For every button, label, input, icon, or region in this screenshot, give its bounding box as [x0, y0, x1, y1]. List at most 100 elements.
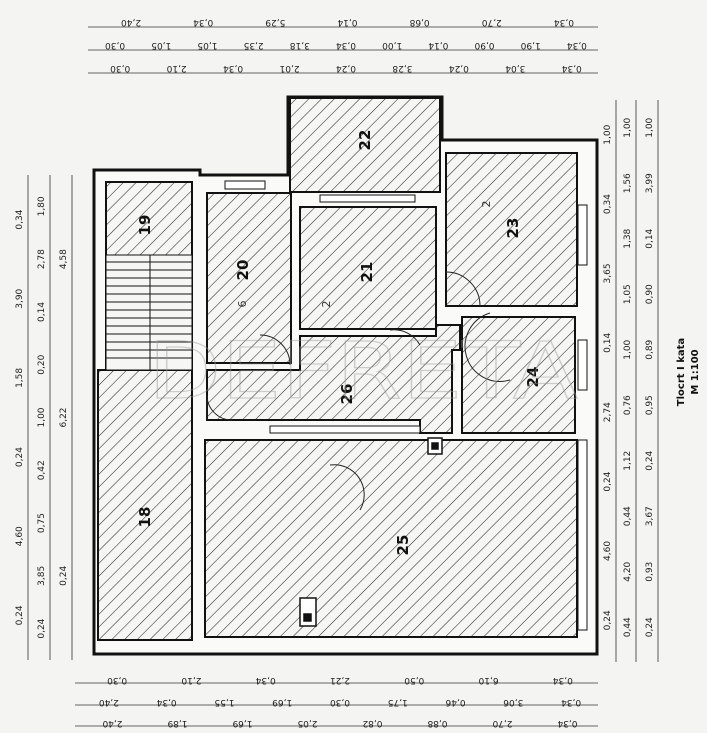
dim-right-row1-7: 0,24: [603, 610, 613, 630]
dim-left-row3-0: 4,58: [59, 249, 69, 269]
dim-left-row1-4: 4,60: [15, 526, 25, 546]
dim-left-row2-8: 0,24: [37, 618, 47, 638]
room-24: [461, 316, 576, 434]
dim-top-row1-1: 0,34: [193, 17, 213, 27]
dim-top-row3-1: 2,10: [166, 63, 186, 73]
dim-bottom-row1-4: 0,50: [404, 675, 424, 685]
dim-left-row2-4: 1,00: [37, 407, 47, 427]
dim-top-row2-9: 1,90: [520, 40, 540, 50]
dim-right-row3-4: 0,89: [645, 339, 655, 359]
dim-right-row2-0: 1,00: [623, 117, 633, 137]
dim-top-row2-6: 1,00: [382, 40, 402, 50]
dim-left-row2-3: 0,20: [37, 354, 47, 374]
dim-bottom-row3-0: 2,40: [102, 718, 122, 728]
dim-left-row2-6: 0,75: [37, 513, 47, 533]
dim-right-row2-4: 1,00: [623, 339, 633, 359]
dim-right-row2-9: 0,44: [623, 617, 633, 637]
dim-top-row2-0: 0,30: [105, 40, 125, 50]
dim-top-row3-4: 0,24: [336, 63, 356, 73]
dim-right-row2-8: 4,20: [623, 561, 633, 581]
room-20: [206, 192, 292, 364]
dim-bottom-row3-5: 0,88: [427, 718, 447, 728]
room-25: [204, 439, 578, 638]
dim-top-row3-0: 0,30: [110, 63, 130, 73]
watermark: DEFRETA: [148, 327, 578, 417]
room-22: [289, 97, 441, 193]
dim-right-row1-3: 0,14: [603, 333, 613, 353]
dim-left-row3-1: 6,22: [59, 407, 69, 427]
plan-title: Tlocrt I kata M 1:100: [676, 338, 701, 406]
dim-top-row2-8: 0,90: [474, 40, 494, 50]
room-mark-20: 6: [236, 301, 249, 308]
dim-bottom-row3-2: 1,69: [232, 718, 252, 728]
dim-right-row3-3: 0,90: [645, 284, 655, 304]
doors: [206, 271, 511, 511]
dim-right-row1-0: 1,00: [603, 124, 613, 144]
dim-bottom-row1-0: 0,30: [107, 675, 127, 685]
dim-top-row1-0: 2,40: [121, 17, 141, 27]
dim-bottom-row1-6: 0,34: [553, 675, 573, 685]
dim-left-row2-0: 1,80: [37, 196, 47, 216]
dim-bottom-row1-5: 6,10: [478, 675, 498, 685]
room-26: [206, 324, 461, 434]
dim-right-row1-6: 4,60: [603, 541, 613, 561]
dim-bottom-row2-5: 1,75: [388, 697, 408, 707]
dim-bottom-row2-0: 2,40: [99, 697, 119, 707]
dim-right-row1-4: 2,74: [603, 402, 613, 422]
dim-left-row2-2: 0,14: [37, 302, 47, 322]
room-label-26: 26: [338, 384, 356, 405]
dim-top-row1-6: 0,34: [554, 17, 574, 27]
dimension-lines: [27, 26, 659, 727]
room-label-18: 18: [136, 507, 154, 528]
dim-bottom-row2-7: 3,06: [503, 697, 523, 707]
dim-right-row2-7: 0,44: [623, 506, 633, 526]
room-mark-21: 2: [320, 301, 333, 308]
dim-top-row2-2: 1,05: [197, 40, 217, 50]
room-label-19: 19: [136, 215, 154, 236]
dim-top-row2-4: 3,18: [290, 40, 310, 50]
room-label-22: 22: [356, 130, 374, 151]
dim-top-row1-2: 5,29: [265, 17, 285, 27]
dim-right-row3-8: 0,93: [645, 562, 655, 582]
room-mark-23: 2: [480, 201, 493, 208]
dim-right-row3-6: 0,24: [645, 450, 655, 470]
room-labels: 18 19 20 21 22 23 24 25 26 6 2 2: [136, 130, 542, 556]
dim-top-row3-2: 0,34: [223, 63, 243, 73]
dim-right-row3-1: 3,99: [645, 173, 655, 193]
dim-top-row3-5: 3,28: [392, 63, 412, 73]
dim-bottom-row3-1: 1,89: [167, 718, 187, 728]
windows: [224, 180, 588, 631]
dim-bottom-row2-2: 1,55: [214, 697, 234, 707]
dim-left-row2-5: 0,42: [37, 460, 47, 480]
dim-bottom-row2-1: 0,34: [156, 697, 176, 707]
dim-left-row1-5: 0,24: [15, 605, 25, 625]
dim-top-row1-3: 0,14: [337, 17, 357, 27]
chimneys: [299, 437, 443, 627]
stairs: [105, 254, 193, 371]
dim-top-row3-7: 3,04: [505, 63, 525, 73]
dim-top-row2-7: 0,14: [428, 40, 448, 50]
dim-left-row2-1: 2,78: [37, 249, 47, 269]
dim-top-row2-10: 0,34: [567, 40, 587, 50]
room-label-21: 21: [358, 262, 376, 283]
dim-right-row1-1: 0,34: [603, 194, 613, 214]
dim-right-row2-2: 1,38: [623, 228, 633, 248]
dim-right-row2-1: 1,56: [623, 173, 633, 193]
dim-bottom-row2-4: 0,30: [330, 697, 350, 707]
dim-top-row1-4: 0,68: [409, 17, 429, 27]
room-label-25: 25: [394, 535, 412, 556]
dim-bottom-row3-3: 2,05: [297, 718, 317, 728]
dim-right-row1-2: 3,65: [603, 263, 613, 283]
dim-bottom-row2-8: 0,34: [561, 697, 581, 707]
dim-top-row2-3: 2,35: [244, 40, 264, 50]
dim-bottom-row3-7: 0,34: [557, 718, 577, 728]
dim-right-row2-6: 1,12: [623, 451, 633, 471]
dim-right-row3-0: 1,00: [645, 117, 655, 137]
dimension-labels: 2,40 0,34 5,29 0,14 0,68 2,70 0,34 0,30 1,05 1,05…: [15, 17, 655, 728]
dim-right-row2-3: 1,05: [623, 284, 633, 304]
dim-top-row1-5: 2,70: [481, 17, 501, 27]
dim-top-row3-3: 2,01: [280, 63, 300, 73]
title-line2: M 1:100: [690, 349, 701, 394]
room-label-20: 20: [234, 260, 252, 281]
room-label-24: 24: [524, 367, 542, 388]
